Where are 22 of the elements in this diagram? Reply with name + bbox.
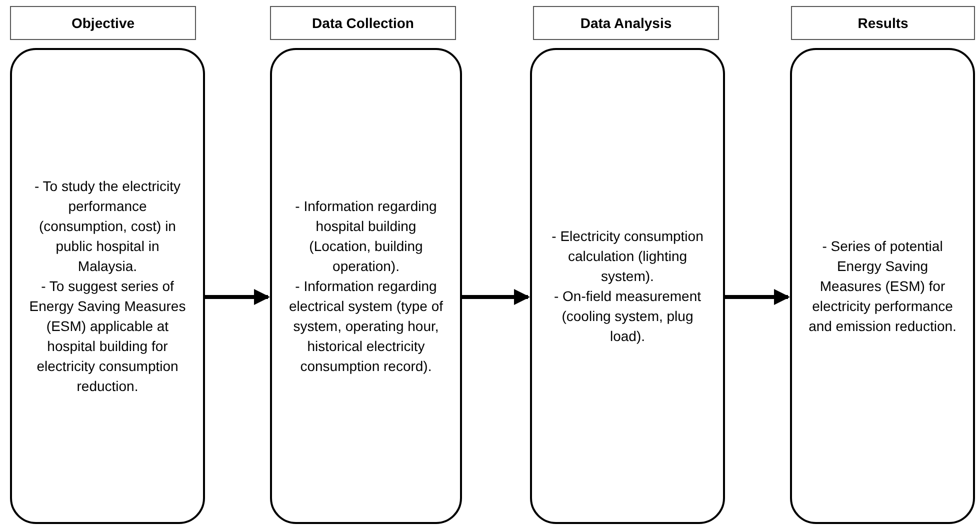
stage-header-box [791, 6, 975, 40]
stage-title: Objective [71, 14, 135, 33]
arrow [725, 289, 790, 305]
stage-content-box [790, 48, 975, 524]
bullet-text: - Electricity consumption calculation (lighting system). [550, 227, 704, 286]
bullet-text: - Series of potential Energy Saving Measures (ESM) for electricity performance and emission reduction. [808, 237, 957, 336]
stage-content-box [10, 48, 205, 524]
stage-title: Data Collection [312, 14, 414, 32]
bullet-text: - To suggest series of Energy Saving Measures (ESM) applicable at hospital building for electricity consumption reduction. [28, 277, 187, 396]
bullet-text: - Information regarding electrical system (type of system, operating hour, historical electricity consumption record). [288, 277, 444, 376]
stage-content-box [270, 48, 462, 524]
arrow [462, 289, 530, 305]
stage-header-box [270, 6, 456, 40]
stage-content-box [530, 48, 725, 524]
arrow [205, 289, 270, 305]
stage-title: Results [858, 14, 908, 32]
bullet-text: - Information regarding hospital building (Location, building operation). [294, 197, 438, 276]
stage-title: Data Analysis [580, 14, 672, 33]
stage-header-box [533, 6, 719, 40]
bullet-text: - On-field measurement (cooling system, plug load). [552, 287, 702, 346]
bullet-text: - To study the electricity performance (consumption, cost) in public hospital in Malaysia. [33, 177, 182, 276]
stage-header-box [10, 6, 196, 40]
